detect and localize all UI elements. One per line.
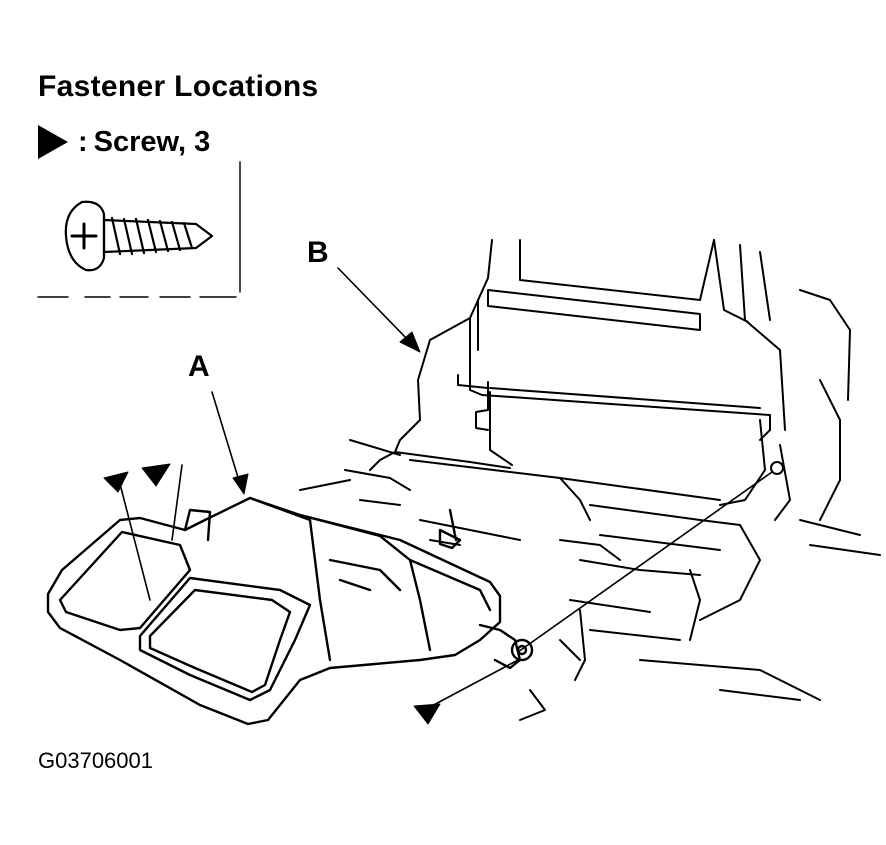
screw-icon <box>64 200 214 272</box>
screw-illustration <box>37 161 241 298</box>
legend-separator: : <box>78 125 88 158</box>
screw-marker-3 <box>413 703 441 725</box>
screw-marker-1 <box>103 471 129 493</box>
callout-label-b: B <box>307 236 329 269</box>
diagram-title: Fastener Locations <box>38 70 319 103</box>
screw-marker-2 <box>141 463 171 487</box>
legend: :Screw, 3 <box>38 124 210 160</box>
duct-a <box>46 496 534 726</box>
leader-lines <box>119 267 773 709</box>
frame-b <box>299 239 881 721</box>
screw-marker-icon <box>38 125 68 159</box>
legend-label-wrapper: :Screw, 3 <box>78 126 210 159</box>
markers <box>103 331 441 725</box>
figure-id: G03706001 <box>38 748 153 773</box>
legend-label: Screw, 3 <box>93 125 211 158</box>
callout-a-arrowhead <box>232 473 249 495</box>
callout-b-arrowhead <box>399 331 421 353</box>
callout-label-a: A <box>188 350 210 383</box>
